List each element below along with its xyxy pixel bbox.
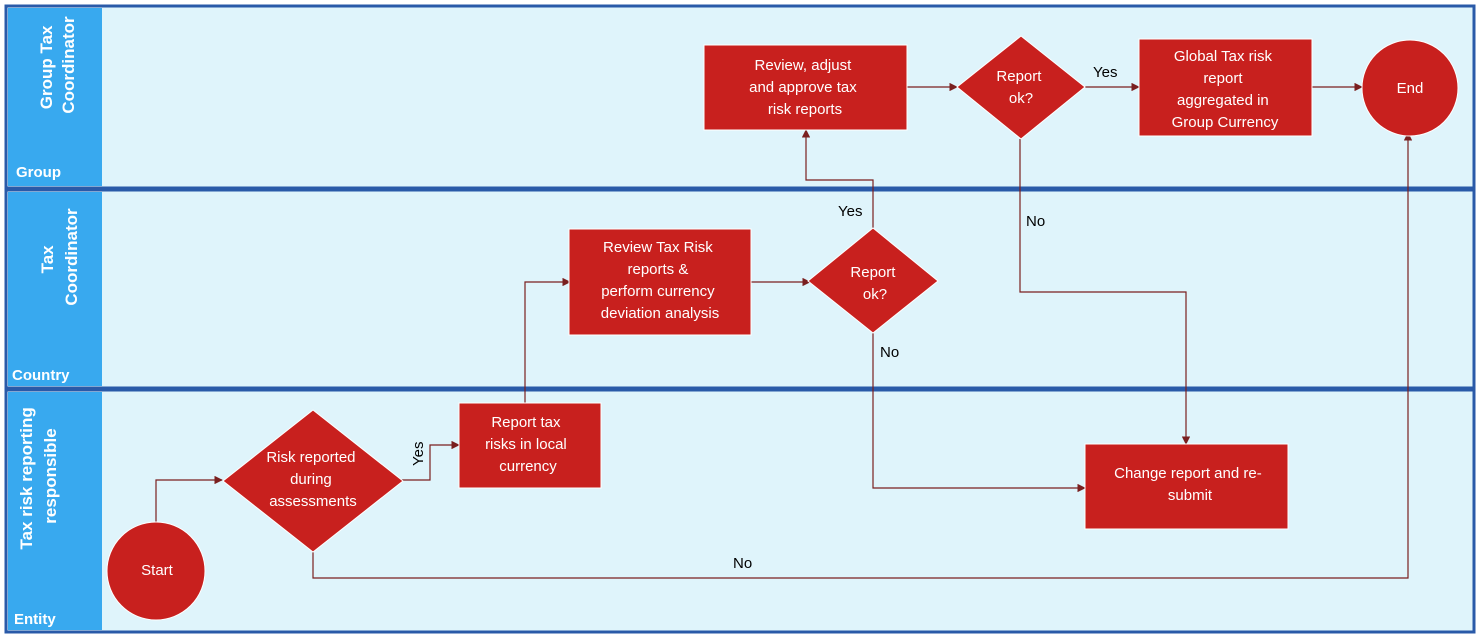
lane-entity-title: Tax risk reporting responsible [17,402,60,549]
node-text-line: risk reports [768,101,842,118]
node-text-line: Group Currency [1172,114,1279,131]
node-global-tax-risk-report: Global Tax risk report aggregated in Gro… [1138,38,1313,137]
lane-group-header [8,8,102,186]
lane-country-subtitle: Country [12,367,70,384]
connector-risk-no [312,132,1413,579]
edge-label-entity-yes: Yes [410,442,427,466]
node-text-line: Review, adjust [755,57,853,74]
connectors [155,82,1413,579]
connector-country-no [872,333,1086,493]
node-text-line: Global Tax risk [1174,48,1273,65]
process-box [568,228,752,336]
lane-group-title-line-1: Group Tax [37,25,56,109]
lane-entity-subtitle: Entity [14,611,56,628]
decision-diamond [956,35,1086,140]
node-text-line: during [290,471,332,488]
node-report-ok-group-text: Report ok? [996,68,1045,107]
lane-group-title-line-2: Coordinator [59,16,78,114]
decision-diamond [807,227,939,334]
node-text-line: Change report and re- [1114,465,1262,482]
node-text-line: currency [499,458,557,475]
node-risk-reported: Risk reported during assessments [222,409,404,553]
node-text-line: ok? [1009,90,1033,107]
edge-label-group-no: No [1026,213,1045,230]
node-text-line: ok? [863,286,887,303]
edge-label-country-no: No [880,344,899,361]
decision-diamond [222,409,404,553]
node-text-line: report [1203,70,1243,87]
lane-group-title: Group Tax Coordinator [37,16,78,114]
node-report-tax-risks-local: Report tax risks in local currency [458,402,602,489]
node-report-ok-country-text: Report ok? [850,264,899,303]
node-text-line: reports & [627,261,688,278]
edge-label-country-yes: Yes [838,203,862,220]
edge-label-entity-no: No [733,555,752,572]
node-end-text: End [1397,80,1424,97]
node-text-line: submit [1168,487,1213,504]
node-text-line: risks in local [485,436,567,453]
node-report-tax-risks-local-text: Report tax risks in local currency [485,414,571,475]
lane-entity-header [8,392,102,630]
lane-entity-title-line-1: Tax risk reporting [17,407,36,549]
lane-country-title: Tax Coordinator [38,208,81,306]
node-report-ok-country: Report ok? [807,227,939,334]
process-box [703,44,908,131]
terminator-circle [106,521,206,621]
connector-group-no [1019,139,1191,445]
node-end: End [1361,39,1459,137]
node-text-line: Report [850,264,896,281]
node-global-tax-risk-report-text: Global Tax risk report aggregated in Gro… [1172,48,1279,131]
connector-start-to-decision [155,475,223,530]
node-change-report: Change report and re- submit [1084,443,1289,530]
node-text-line: Report [996,68,1042,85]
lane-country-title-line-1: Tax [38,245,57,274]
process-box [1138,38,1313,137]
lane-country-title-line-2: Coordinator [62,208,81,306]
node-text-line: aggregated in [1177,92,1269,109]
terminator-circle [1361,39,1459,137]
node-text-line: Review Tax Risk [603,239,713,256]
lane-group-subtitle: Group [16,164,61,181]
node-text-line: Report tax [491,414,561,431]
node-change-report-text: Change report and re- submit [1114,465,1266,504]
node-review-tax-risk: Review Tax Risk reports & perform curren… [568,228,752,336]
node-text-line: assessments [269,493,357,510]
connector-risk-yes [401,440,460,481]
node-review-adjust-approve: Review, adjust and approve tax risk repo… [703,44,908,131]
node-text-line: and approve tax [749,79,857,96]
edge-label-group-yes: Yes [1093,64,1117,81]
lane-entity-title-line-2: responsible [41,428,60,523]
node-text-line: Risk reported [266,449,355,466]
node-review-adjust-approve-text: Review, adjust and approve tax risk repo… [749,57,861,118]
node-text-line: perform currency [601,283,715,300]
process-box [458,402,602,489]
node-start: Start [106,521,206,621]
node-risk-reported-text: Risk reported during assessments [266,449,359,510]
node-start-text: Start [141,562,174,579]
node-text-line: deviation analysis [601,305,719,322]
node-report-ok-group: Report ok? [956,35,1086,140]
process-box [1084,443,1289,530]
lane-country-header [8,192,102,386]
node-review-tax-risk-text: Review Tax Risk reports & perform curren… [601,239,719,322]
connector-country-yes [801,129,874,228]
connector-report-local-to-review [524,277,571,403]
